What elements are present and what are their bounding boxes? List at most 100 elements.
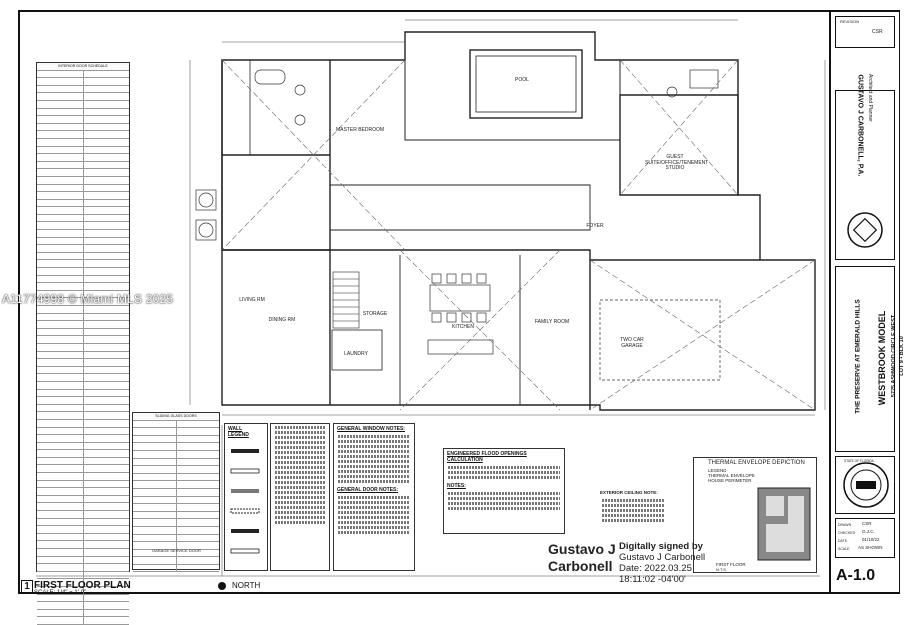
schedule-cell: [84, 610, 130, 617]
schedule-cell: [84, 549, 130, 556]
schedule-row: [37, 427, 129, 436]
schedule-cell: [84, 116, 130, 123]
architect-seal-icon: [847, 212, 883, 248]
schedule-row: [37, 298, 129, 306]
schedule-row: [37, 579, 129, 587]
schedule-row: [37, 78, 129, 86]
schedule-row: [133, 496, 219, 505]
thermal-envelope-block: THERMAL ENVELOPE DEPICTION LEGEND THERMA…: [693, 457, 817, 573]
schedule-row: [37, 306, 129, 314]
schedule-cell: [177, 451, 220, 458]
schedule-cell: [84, 101, 130, 108]
schedule-row: [133, 519, 219, 527]
schedule-cell: [177, 443, 220, 450]
schedule-cell: [133, 542, 177, 549]
schedule-cell: [84, 169, 130, 176]
schedule-cell: [133, 511, 177, 519]
schedule-cell: [84, 496, 130, 503]
schedule-cell: [177, 459, 220, 466]
schedule-cell: [84, 283, 130, 290]
thermal-envelope-item: THERMAL ENVELOPE: [708, 473, 755, 478]
thermal-legend-label: LEGEND: [708, 468, 727, 473]
thermal-envelope-diagram: [757, 487, 811, 561]
north-label: NORTH: [232, 581, 261, 590]
schedule-cell: [84, 329, 130, 336]
schedule-row: [37, 123, 130, 132]
schedule-cell: [177, 474, 220, 481]
schedule-row: [37, 252, 129, 261]
schedule-row: [37, 230, 129, 238]
seal-label: STATE OF FLORIDA: [844, 459, 874, 463]
schedule-row: [133, 428, 219, 436]
drawn-value: CSR: [862, 521, 872, 526]
schedule-cell: [84, 397, 130, 404]
schedule-cell: [37, 290, 84, 298]
schedule-row: [37, 260, 130, 269]
schedule-cell: [84, 268, 130, 275]
schedule-cell: [84, 352, 130, 359]
schedule-cell: [37, 70, 84, 78]
schedule-cell: [84, 124, 130, 131]
florida-seal-icon: [843, 462, 889, 508]
schedule-cell: [37, 404, 84, 412]
schedule-cell: [37, 131, 84, 138]
schedule-cell: [37, 146, 84, 154]
schedule-row: [37, 116, 129, 124]
schedule-cell: [177, 428, 220, 435]
schedule-cell: [84, 473, 130, 480]
schedule-cell: [37, 465, 84, 473]
schedule-row: [37, 359, 129, 367]
schedule-cell: [133, 496, 177, 504]
schedule-cell: [37, 260, 84, 268]
schedule-cell: [84, 109, 130, 116]
schedule-cell: [84, 481, 130, 488]
schedule-cell: [84, 374, 130, 381]
schedule-cell: [84, 443, 130, 450]
schedule-cell: [84, 222, 130, 229]
schedule-row: [37, 488, 129, 496]
wall-legend: WALL LEGEND: [224, 423, 268, 571]
schedule-cell: [37, 184, 84, 192]
schedule-row: [133, 481, 219, 489]
plan-title: FIRST FLOOR PLAN: [34, 580, 131, 591]
schedule-row: [37, 397, 129, 405]
schedule-cell: [84, 450, 130, 457]
schedule-cell: [84, 488, 130, 495]
schedule-row: [37, 154, 129, 162]
schedule-cell: [84, 260, 130, 267]
garage-door-schedule-title: GARAGE SERVICE DOOR: [152, 548, 201, 553]
north-arrow-icon: [218, 581, 226, 590]
schedule-cell: [84, 390, 130, 397]
general-notes-block: [270, 423, 330, 571]
schedule-row: [37, 541, 129, 549]
schedule-cell: [84, 534, 130, 541]
schedule-row: [37, 199, 129, 208]
schedule-row: [133, 557, 219, 565]
schedule-cell: [37, 359, 84, 366]
schedule-row: [133, 511, 219, 520]
schedule-cell: [84, 465, 130, 472]
schedule-row: [37, 100, 130, 109]
sliding-door-schedule-title: SLIDING GLASS DOORS: [133, 413, 219, 421]
schedule-cell: [84, 405, 130, 412]
schedule-row: [37, 161, 129, 170]
schedule-cell: [84, 458, 130, 465]
schedule-cell: [177, 565, 220, 572]
schedule-cell: [84, 564, 130, 571]
schedule-row: [37, 70, 129, 79]
signature-name-line1: Gustavo J: [548, 541, 616, 557]
schedule-row: [37, 526, 129, 534]
schedule-row: [37, 328, 130, 337]
schedule-cell: [37, 351, 84, 359]
schedule-row: [37, 184, 129, 193]
digital-signature-line4: 18:11:02 -04'00': [619, 574, 686, 585]
schedule-row: [133, 420, 219, 429]
schedule-cell: [84, 367, 130, 374]
schedule-cell: [133, 428, 177, 435]
schedule-cell: [37, 579, 84, 586]
thermal-first-floor: FIRST FLOOR: [716, 562, 746, 567]
schedule-cell: [37, 397, 84, 404]
revision-box: REVISION CSR: [835, 16, 895, 48]
schedule-cell: [177, 557, 220, 564]
floor-plan-drawing: [36, 19, 826, 577]
